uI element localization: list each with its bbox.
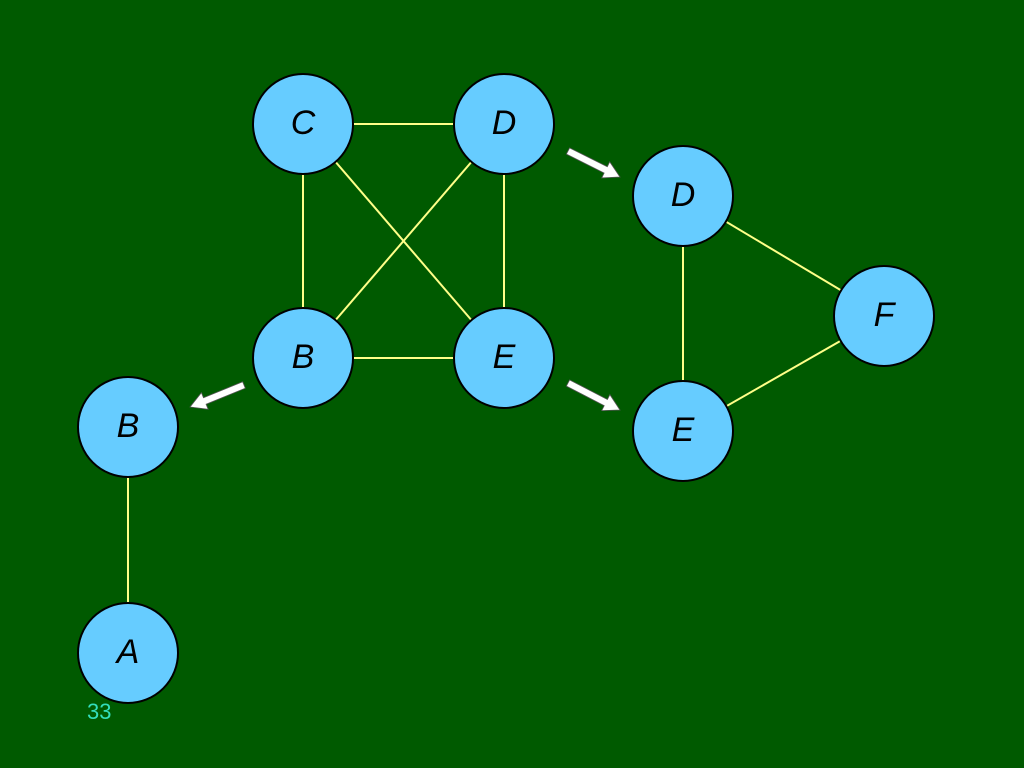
- node-label: A: [115, 633, 140, 671]
- node-c1: C: [252, 73, 354, 175]
- node-circle: [453, 307, 555, 409]
- node-label: B: [292, 338, 315, 376]
- node-circle: [833, 265, 935, 367]
- node-b3: B: [77, 376, 179, 478]
- node-circle: [252, 73, 354, 175]
- node-circle: [632, 145, 734, 247]
- arrow-d1-d2: [565, 147, 621, 179]
- node-label: E: [672, 411, 695, 449]
- node-d2: D: [632, 145, 734, 247]
- node-e2: E: [632, 380, 734, 482]
- node-circle: [77, 602, 179, 704]
- node-circle: [632, 380, 734, 482]
- arrows-layer: [189, 147, 621, 412]
- node-label: D: [671, 176, 696, 214]
- node-label: F: [874, 296, 897, 334]
- node-circle: [252, 307, 354, 409]
- arrow-e1-e2: [565, 379, 621, 412]
- nodes-layer: C D B E D F E B A: [77, 73, 935, 704]
- node-circle: [77, 376, 179, 478]
- node-e1: E: [453, 307, 555, 409]
- node-label: C: [291, 104, 316, 142]
- node-a3: A: [77, 602, 179, 704]
- node-label: B: [117, 407, 140, 445]
- node-d1: D: [453, 73, 555, 175]
- node-label: E: [493, 338, 516, 376]
- node-circle: [453, 73, 555, 175]
- node-b1: B: [252, 307, 354, 409]
- node-f2: F: [833, 265, 935, 367]
- arrow-b1-b3: [189, 381, 246, 410]
- node-label: D: [492, 104, 517, 142]
- edge-d1-b1: [302, 123, 505, 359]
- slide-number: 33: [87, 699, 112, 724]
